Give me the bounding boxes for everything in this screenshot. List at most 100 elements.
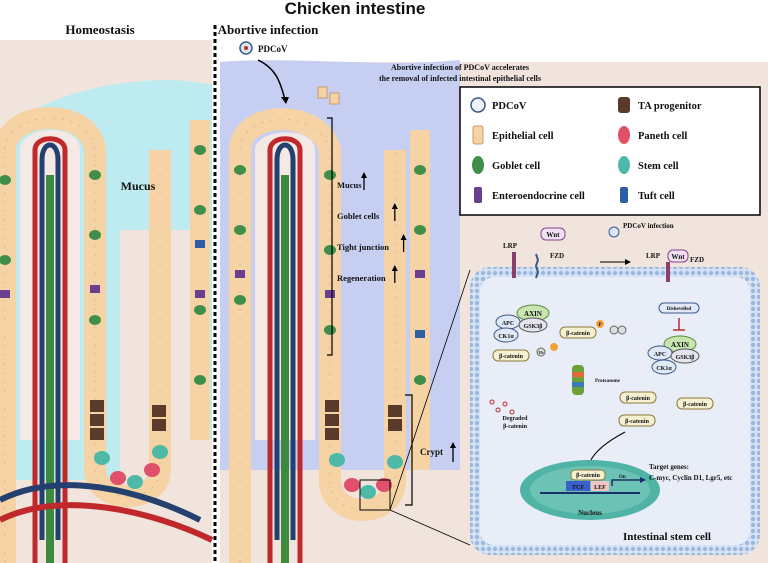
ck1-node <box>493 327 519 343</box>
ubiquitin-chain-2 <box>617 325 627 335</box>
fzd-label-left: FZD <box>550 252 564 260</box>
target-genes-label: Target genes: <box>649 463 689 471</box>
shed-cells <box>317 86 340 105</box>
legend-label: Stem cell <box>638 161 679 172</box>
ta-progenitor-icon <box>618 97 630 113</box>
fzd-receptor-left <box>534 253 540 279</box>
homeostasis-label: Homeostasis <box>65 22 134 37</box>
effect-label: Mucus <box>337 180 362 190</box>
infection-arrow <box>257 59 286 101</box>
infection-label-pathway: PDCoV infection <box>623 222 674 230</box>
increase-arrowhead <box>361 172 367 178</box>
tuft-cell-icon <box>620 187 628 203</box>
crypt-bracket <box>405 394 413 506</box>
homeostasis-panel: Homeostasis <box>0 22 214 563</box>
beta-catenin-marked <box>559 326 597 339</box>
note-line-1: Abortive infection of PDCoV accelerates <box>391 63 529 72</box>
wnt-badge-right <box>667 249 689 263</box>
ck1-node-right <box>651 359 677 375</box>
increase-arrowhead <box>400 234 407 240</box>
legend-item: Epithelial cell <box>472 125 554 145</box>
zoom-line-bottom <box>389 509 471 546</box>
note-line-2: the removal of infected intestinal epith… <box>379 74 541 83</box>
vein-base <box>0 482 202 523</box>
phospho-label: P <box>598 323 601 328</box>
phospho-group <box>596 320 604 328</box>
lrp-receptor-right <box>666 262 670 282</box>
lrp-receptor-left <box>512 252 516 278</box>
crypt-cells-right <box>325 400 403 499</box>
wnt-label-left: Wnt <box>546 231 560 239</box>
phospho-input <box>550 343 558 351</box>
lrp-label-left: LRP <box>503 242 518 250</box>
cell-title: Intestinal stem cell <box>623 531 711 543</box>
stem-cell-pathway: LRP FZD Wnt PDCoV infection LRP Wnt FZD … <box>389 222 760 555</box>
legend-label: Paneth cell <box>638 131 687 142</box>
axin-label-right: AXIN <box>671 341 689 349</box>
effect-label: Tight junction <box>337 242 389 252</box>
beta-catenin-marked-label: β-catenin <box>566 331 590 337</box>
effect-label: Regeneration <box>337 273 386 283</box>
enteroendocrine-cells-left <box>0 240 205 298</box>
legend-item: TA progenitor <box>618 97 702 113</box>
legend-label: Goblet cell <box>492 161 540 172</box>
villus-epithelium <box>0 107 171 563</box>
tcf-node <box>566 481 590 491</box>
effects-bracket <box>327 117 333 356</box>
stem-cell-icon <box>618 156 630 174</box>
goblet-cells-left <box>0 145 206 385</box>
infection-arrowhead <box>281 97 289 104</box>
gsk-label: GSK3β <box>524 324 543 330</box>
target-genes-list: C-myc, Cyclin D1, Lgr5, etc <box>649 474 732 482</box>
ubiquitin-label: Ub <box>538 350 544 355</box>
crypt-label: Crypt <box>420 447 443 457</box>
artery-base <box>0 502 214 543</box>
degraded-label-2: β-catenin <box>503 424 527 430</box>
artery-right <box>267 136 303 563</box>
proteasome-label: Proteasome <box>595 379 621 384</box>
transcription-arrowhead <box>640 477 646 483</box>
beta-catenin-free <box>492 349 530 362</box>
increase-arrowhead <box>391 265 398 271</box>
nucleus-label: Nucleus <box>578 509 602 517</box>
ubiquitin-chain <box>609 325 619 335</box>
lef-label: LEF <box>594 485 606 491</box>
goblet-cells-right <box>234 165 426 385</box>
legend-label: TA progenitor <box>638 101 702 112</box>
transcription-arrow <box>611 479 640 486</box>
legend-item: Enteroendocrine cell <box>474 187 585 203</box>
dishevelled-node <box>658 302 700 314</box>
proteasome-icon <box>572 365 584 395</box>
gsk-label-right: GSK3β <box>676 355 695 361</box>
tcf-label: TCF <box>572 485 584 491</box>
legend-item: Goblet cell <box>472 156 540 174</box>
beta-catenin-stable-2-label: β-catenin <box>683 402 707 408</box>
ck1-label: CK1α <box>498 334 514 340</box>
gsk-node <box>518 317 548 333</box>
enteroendocrine-cells-right <box>235 270 425 338</box>
legend-box <box>459 86 761 216</box>
beta-catenin-nuclear <box>570 469 606 481</box>
lrp-label-right: LRP <box>646 252 661 260</box>
epithelial-cell-borders-right <box>239 118 396 563</box>
beta-catenin-stable-2 <box>676 397 714 410</box>
on-label: On <box>619 475 626 480</box>
legend-item: PDCoV <box>470 97 527 113</box>
ubiquitin-input <box>536 347 546 357</box>
goblet-cell-icon <box>472 156 484 174</box>
degraded-fragments <box>489 399 515 415</box>
figure-title: Chicken intestine <box>285 0 426 18</box>
crypt-up-arrowhead <box>450 442 456 448</box>
vein <box>39 142 61 540</box>
paneth-cell-icon <box>618 126 630 144</box>
effect-label: Goblet cells <box>337 211 380 221</box>
degraded-label-1: Degraded <box>503 416 529 422</box>
wnt-badge-left <box>540 227 566 241</box>
apc-label: APC <box>502 321 514 327</box>
legend-label: Epithelial cell <box>492 131 554 142</box>
mucus-label: Mucus <box>121 179 156 193</box>
axin-label: AXIN <box>524 310 542 318</box>
fzd-label-right: FZD <box>690 256 704 264</box>
